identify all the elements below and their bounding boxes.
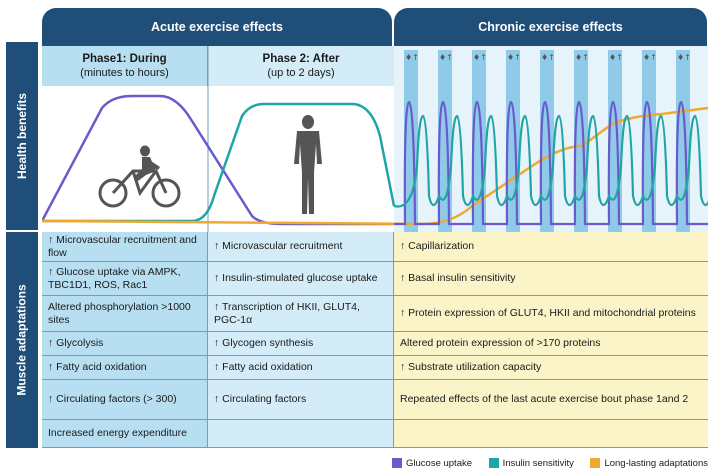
- table-row: ↑ Fatty acid oxidation↑ Fatty acid oxida…: [42, 356, 708, 380]
- legend-label: Glucose uptake: [406, 457, 473, 469]
- table-cell-c1: ↑ Fatty acid oxidation: [42, 356, 208, 380]
- table-cell-c2: ↑ Circulating factors: [208, 380, 394, 420]
- muscle-adaptations-sidebar: Muscle adaptations: [6, 232, 38, 448]
- legend-label: Long-lasting adaptations: [604, 457, 708, 469]
- legend-swatch: [392, 458, 402, 468]
- mini-exercise-icons: ♦↑ ♦↑ ♦↑ ♦↑ ♦↑ ♦↑ ♦↑ ♦↑ ♦↑: [405, 53, 691, 62]
- table-cell-c2: ↑ Microvascular recruitment: [208, 232, 394, 262]
- acute-effects-header: Acute exercise effects: [42, 8, 392, 46]
- mini-exercise-icon: ♦↑: [575, 53, 589, 62]
- table-cell-c3: ↑ Basal insulin sensitivity: [394, 262, 708, 296]
- table-cell-c1: Increased energy expenditure: [42, 420, 208, 448]
- legend-item: Glucose uptake: [392, 456, 472, 470]
- table-row: ↑ Glucose uptake via AMPK, TBC1D1, ROS, …: [42, 262, 708, 296]
- mini-exercise-icon: ♦↑: [643, 53, 657, 62]
- acute-effects-title: Acute exercise effects: [150, 20, 284, 34]
- glucose-uptake-curve-chronic: [394, 100, 708, 226]
- health-benefits-sidebar: Health benefits: [6, 42, 38, 230]
- cyclist-icon: [98, 145, 181, 208]
- legend-label: Insulin sensitivity: [502, 457, 574, 469]
- insulin-sensitivity-curve-chronic: [393, 114, 708, 208]
- phase2-subtitle: (up to 2 days): [267, 67, 335, 79]
- mini-exercise-icon: ♦↑: [439, 53, 453, 62]
- chronic-effects-title: Chronic exercise effects: [478, 20, 623, 34]
- phase1-header: Phase1: During (minutes to hours): [42, 46, 208, 86]
- table-cell-c1: ↑ Microvascular recruitment and flow: [42, 232, 208, 262]
- table-cell-c2: ↑ Transcription of HKII, GLUT4, PGC-1α: [208, 296, 394, 332]
- mini-exercise-icon: ♦↑: [405, 53, 419, 62]
- mini-exercise-icon: ♦↑: [507, 53, 521, 62]
- legend-swatch: [590, 458, 601, 468]
- table-cell-c3: [394, 420, 708, 448]
- table-cell-c1: ↑ Circulating factors (> 300): [42, 380, 208, 420]
- legend-item: Long-lasting adaptations: [590, 456, 708, 470]
- table-row: ↑ Circulating factors (> 300)↑ Circulati…: [42, 380, 708, 420]
- exercise-effects-graph: ♦↑ ♦↑ ♦↑ ♦↑ ♦↑ ♦↑ ♦↑ ♦↑ ♦↑: [42, 46, 708, 232]
- phase2-header: Phase 2: After (up to 2 days): [208, 46, 394, 86]
- table-cell-c1: ↑ Glycolysis: [42, 332, 208, 356]
- table-cell-c2: ↑ Fatty acid oxidation: [208, 356, 394, 380]
- table-cell-c3: Altered protein expression of >170 prote…: [394, 332, 708, 356]
- table-row: Increased energy expenditure: [42, 420, 708, 448]
- table-cell-c3: ↑ Capillarization: [394, 232, 708, 262]
- mini-exercise-icon: ♦↑: [541, 53, 555, 62]
- acute-graph-area: [42, 86, 394, 232]
- adaptations-table: ↑ Microvascular recruitment and flow↑ Mi…: [42, 232, 708, 448]
- table-row: ↑ Microvascular recruitment and flow↑ Mi…: [42, 232, 708, 262]
- mini-exercise-icon: ♦↑: [677, 53, 691, 62]
- table-cell-c1: ↑ Glucose uptake via AMPK, TBC1D1, ROS, …: [42, 262, 208, 296]
- mini-exercise-icon: ♦↑: [473, 53, 487, 62]
- table-cell-c3: Repeated effects of the last acute exerc…: [394, 380, 708, 420]
- table-cell-c2: ↑ Glycogen synthesis: [208, 332, 394, 356]
- legend-item: Insulin sensitivity: [488, 456, 574, 470]
- table-row: Altered phosphorylation >1000 sites↑ Tra…: [42, 296, 708, 332]
- legend: Glucose uptake Insulin sensitivity Long-la…: [392, 456, 708, 470]
- long-lasting-adaptations-curve: [42, 106, 708, 226]
- muscle-adaptations-label: Muscle adaptations: [15, 284, 30, 396]
- phase2-title: Phase 2: After: [262, 53, 340, 65]
- standing-person-icon: [294, 115, 322, 214]
- health-benefits-label: Health benefits: [15, 92, 30, 180]
- table-cell-c1: Altered phosphorylation >1000 sites: [42, 296, 208, 332]
- table-cell-c2: [208, 420, 394, 448]
- legend-swatch: [488, 458, 499, 468]
- table-cell-c2: ↑ Insulin-stimulated glucose uptake: [208, 262, 394, 296]
- chronic-effects-header: Chronic exercise effects: [394, 8, 707, 46]
- table-cell-c3: ↑ Substrate utilization capacity: [394, 356, 708, 380]
- phase1-subtitle: (minutes to hours): [80, 67, 169, 79]
- mini-exercise-icon: ♦↑: [609, 53, 623, 62]
- insulin-sensitivity-curve-acute: [42, 102, 396, 223]
- table-cell-c3: ↑ Protein expression of GLUT4, HKII and …: [394, 296, 708, 332]
- phase1-title: Phase1: During: [82, 53, 167, 65]
